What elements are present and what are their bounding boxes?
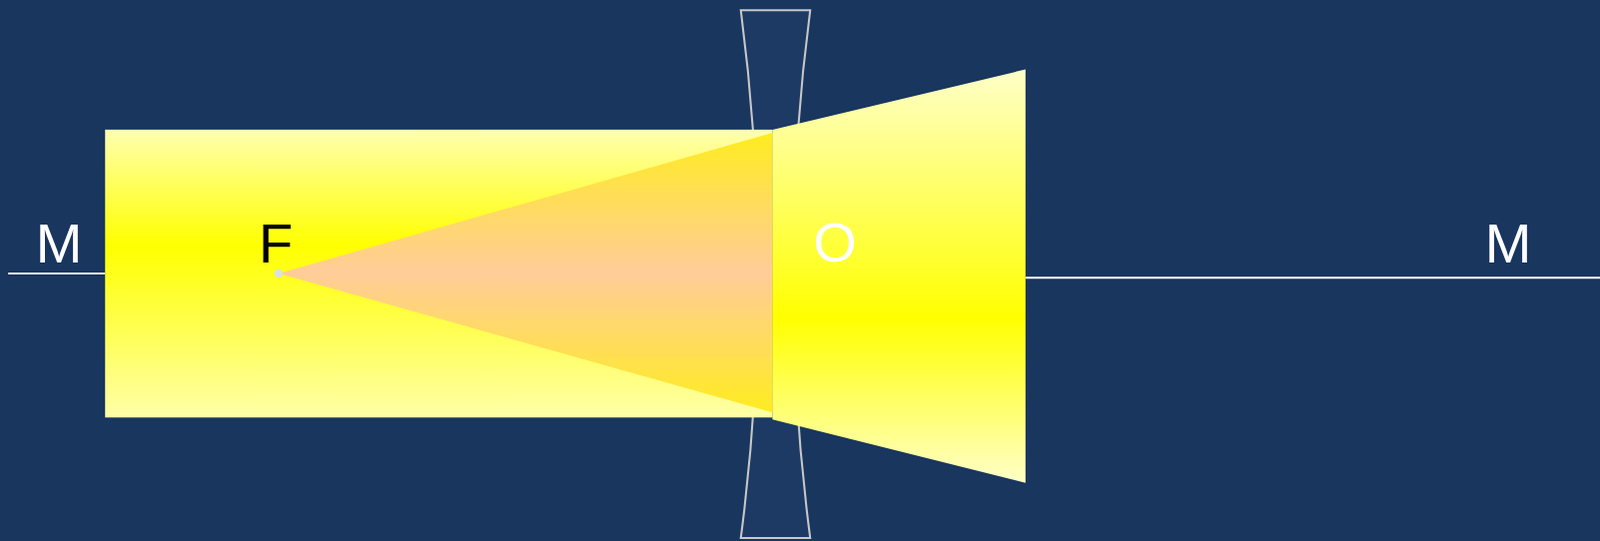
focus-label: F	[258, 215, 293, 272]
virtual-ray-cone	[278, 132, 773, 413]
center-label: O	[812, 214, 857, 271]
parallel-beam	[104, 129, 773, 418]
diverging-beam	[772, 69, 1025, 484]
axis-label: M	[35, 215, 83, 272]
optical-axis	[7, 272, 105, 275]
optical-axis	[1025, 276, 1600, 279]
axis-label: M	[1485, 215, 1533, 272]
